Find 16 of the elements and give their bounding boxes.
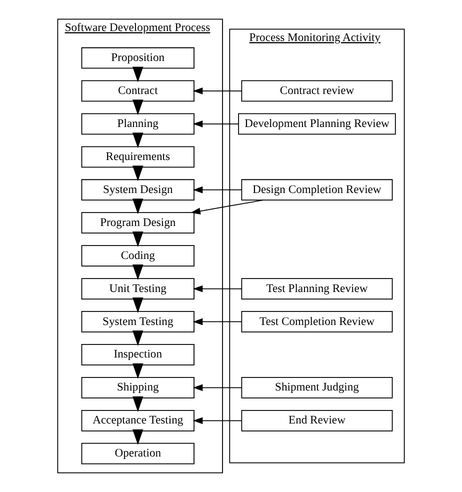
node-box: Design Completion Review xyxy=(241,179,393,201)
node-box: End Review xyxy=(241,410,393,432)
arrow xyxy=(192,417,242,424)
node-box: Test Planning Review xyxy=(241,278,393,300)
node-box: Contract review xyxy=(241,80,393,102)
arrow xyxy=(192,384,242,392)
arrow xyxy=(192,285,242,292)
node-box: Development Planning Review xyxy=(238,113,396,135)
arrow xyxy=(192,318,242,326)
node-box: Operation xyxy=(81,442,194,464)
node-box: Test Completion Review xyxy=(241,311,393,332)
arrow xyxy=(192,120,239,128)
arrow xyxy=(192,88,242,94)
arrow xyxy=(192,186,242,194)
node-box: Shipment Judging xyxy=(241,376,393,398)
arrow xyxy=(190,200,264,214)
